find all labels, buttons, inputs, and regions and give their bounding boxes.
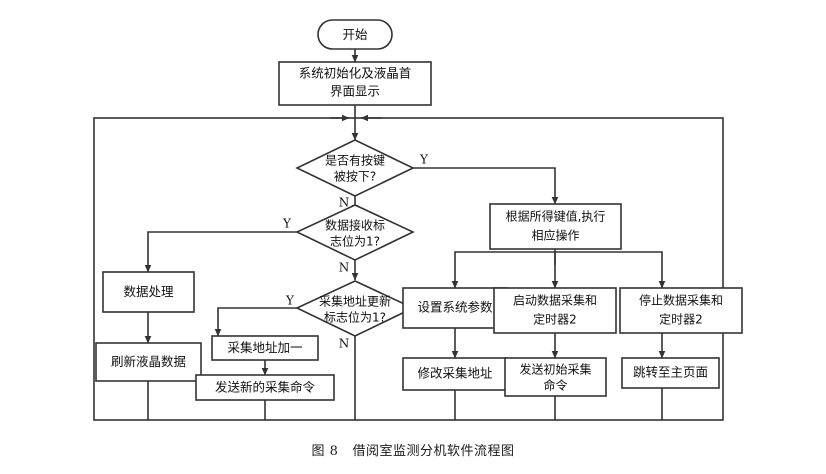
node-send-new-cmd-label: 发送新的采集命令 (215, 380, 316, 395)
node-init-label-line1: 系统初始化及液晶首 (299, 66, 412, 81)
node-exec-by-key-line2: 相应操作 (531, 228, 579, 243)
node-start: 开始 (317, 19, 393, 50)
node-stop-acq-line1: 停止数据采集和 (639, 293, 723, 308)
node-decision-addr-line1: 采集地址更新 (319, 294, 391, 309)
node-start-label: 开始 (342, 27, 368, 42)
node-refresh-lcd: 刷新液晶数据 (95, 342, 202, 382)
node-decision-key: 是否有按键 被按下? Y N (295, 139, 429, 210)
connector-key-yes-to-exec (413, 167, 559, 205)
branch-label-addr-no: N (339, 337, 350, 351)
node-addr-plus-one: 采集地址加一 (211, 335, 319, 361)
node-data-process: 数据处理 (102, 271, 195, 313)
node-exec-by-key-line1: 根据所得键值,执行 (506, 209, 606, 224)
node-start-acq-timer2: 启动数据采集和 定时器2 (493, 287, 617, 334)
connector-data-yes-to-process (144, 231, 297, 273)
main-loop-boundary (93, 117, 724, 421)
node-refresh-lcd-label: 刷新液晶数据 (111, 354, 186, 369)
connector-exec-to-stopacq (555, 251, 666, 289)
node-goto-main-page: 跳转至主页面 (621, 357, 720, 389)
node-decision-key-line2: 被按下? (334, 170, 376, 184)
branch-label-data-yes: Y (282, 217, 292, 231)
node-decision-data-line1: 数据接收标 (325, 218, 385, 233)
figure-caption: 图 8 借阅室监测分机软件流程图 (0, 440, 826, 459)
node-decision-addr-line2: 标志位为1? (324, 310, 386, 325)
node-send-init-line1: 发送初始采集 (519, 362, 591, 377)
node-init-label-line2: 界面显示 (330, 84, 380, 99)
node-start-acq-line1: 启动数据采集和 (513, 293, 597, 308)
branch-label-key-no: N (339, 196, 350, 210)
node-start-acq-line2: 定时器2 (533, 312, 577, 327)
branch-label-data-no: N (339, 261, 350, 275)
node-decision-data-line2: 志位为1? (330, 234, 380, 249)
node-init: 系统初始化及液晶首 界面显示 (278, 61, 432, 106)
figure-caption-number: 图 8 (311, 444, 339, 459)
node-modify-acq-addr-label: 修改采集地址 (417, 366, 493, 381)
figure-caption-title: 借阅室监测分机软件流程图 (352, 444, 515, 459)
node-stop-acq-line2: 定时器2 (659, 312, 703, 327)
node-decision-addr-flag: 采集地址更新 标志位为1? Y N (285, 280, 415, 351)
node-decision-data-flag: 数据接收标 志位为1? Y N (282, 204, 415, 275)
node-modify-acq-addr: 修改采集地址 (402, 357, 508, 391)
node-data-process-label: 数据处理 (123, 284, 174, 299)
branch-label-key-yes: Y (419, 153, 429, 167)
node-send-init-cmd: 发送初始采集 命令 (504, 357, 607, 397)
node-stop-acq-timer2: 停止数据采集和 定时器2 (619, 287, 743, 334)
node-decision-key-line1: 是否有按键 (325, 154, 385, 168)
node-exec-by-key: 根据所得键值,执行 相应操作 (489, 203, 622, 250)
node-goto-main-page-label: 跳转至主页面 (633, 365, 708, 380)
branch-label-addr-yes: Y (285, 294, 295, 308)
node-set-sys-param-label: 设置系统参数 (417, 300, 493, 315)
node-send-new-cmd: 发送新的采集命令 (195, 374, 335, 401)
connector-addr-yes-to-increment (214, 307, 297, 337)
node-addr-plus-one-label: 采集地址加一 (227, 340, 302, 355)
node-set-sys-param: 设置系统参数 (402, 287, 508, 329)
node-send-init-line2: 命令 (543, 378, 567, 393)
connector-exec-to-setparam (451, 251, 555, 289)
